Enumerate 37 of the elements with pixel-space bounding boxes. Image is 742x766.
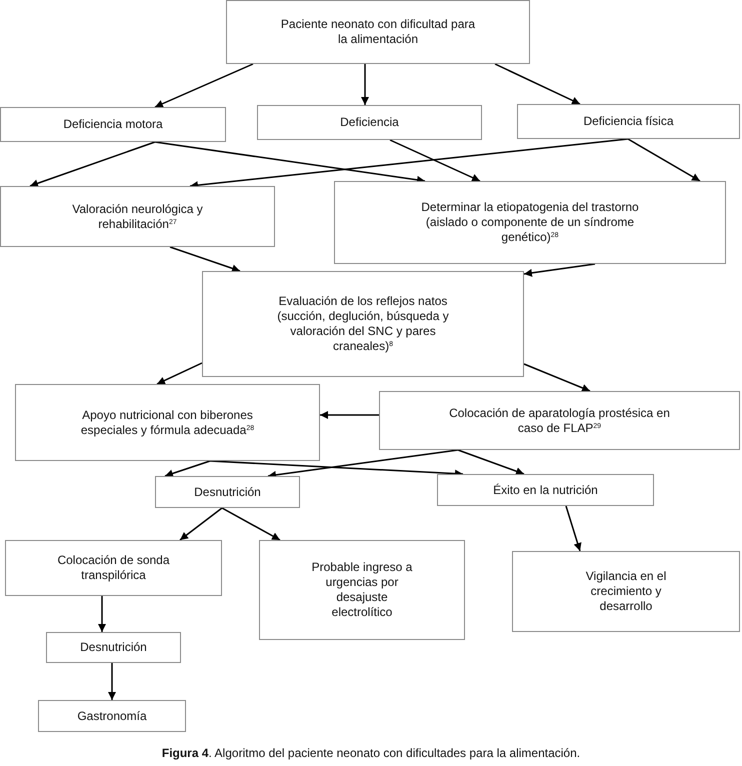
process-box: Apoyo nutricional con biberones especiales y fórmula adecuada$^{28}$ — [15, 384, 320, 461]
process-box: Gastronomía — [38, 700, 186, 732]
arrow — [390, 139, 480, 182]
arrow — [494, 63, 580, 105]
process-box: Deficiencia motora — [0, 107, 226, 142]
arrow — [320, 411, 379, 419]
figure-caption: Figura 4. Algoritmo del paciente neonato con dificultades para la alimentación. — [162, 746, 580, 760]
process-box: Deficiencia — [257, 105, 482, 140]
arrow — [565, 506, 582, 552]
process-box: Probable ingreso a urgencias por desajuste electrolítico — [259, 540, 465, 640]
arrow — [458, 449, 524, 476]
arrow — [524, 263, 596, 277]
arrow — [524, 363, 590, 392]
process-box: Determinar la etiopatogenia del trastorno (aislado o componente de un síndrome genético)$^{28}$ — [334, 181, 726, 264]
process-box: Colocación de sonda transpilórica — [5, 540, 222, 596]
process-box: Vigilancia en el crecimiento y desarrollo — [512, 551, 740, 632]
arrow — [156, 362, 202, 385]
arrow — [170, 246, 240, 272]
arrow — [154, 141, 426, 184]
process-box: Deficiencia física — [517, 104, 740, 139]
process-box: Desnutrición — [46, 632, 181, 663]
arrow — [268, 449, 458, 479]
process-box: Paciente neonato con dificultad para la alimentación — [226, 0, 530, 64]
arrow — [222, 507, 280, 541]
process-box: Desnutrición — [155, 476, 300, 508]
process-box: Éxito en la nutrición — [437, 474, 654, 506]
arrow — [98, 596, 106, 632]
arrow — [108, 663, 116, 700]
arrow — [361, 64, 369, 105]
process-box: Colocación de aparatología prostésica en caso de FLAP$^{29}$ — [379, 391, 740, 450]
arrow — [154, 63, 254, 108]
process-box: Valoración neurológica y rehabilitación$^{27}$ — [0, 186, 275, 247]
arrow — [628, 138, 700, 182]
arrow — [30, 141, 156, 188]
process-box: Evaluación de los reflejos natos (succión, deglución, búsqueda y valoración del SNC y pares craneales)$^{8}$ — [202, 271, 524, 377]
arrow — [180, 507, 222, 541]
arrow — [164, 460, 210, 478]
